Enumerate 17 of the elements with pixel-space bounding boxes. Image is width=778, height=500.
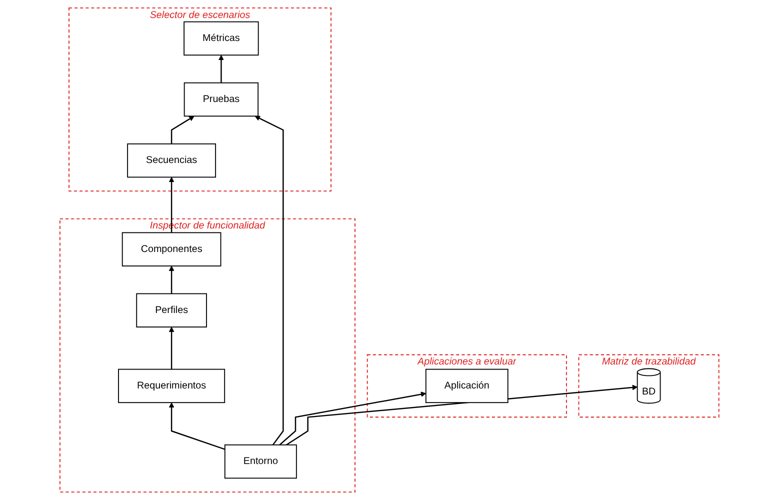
arrow [168, 266, 174, 294]
node-box: Aplicación [425, 368, 508, 404]
node-box: Secuencias [126, 143, 216, 178]
node-box: Métricas [183, 21, 258, 56]
node-box: Componentes [121, 232, 221, 266]
node-box: Perfiles [136, 293, 207, 328]
arrow [278, 392, 426, 446]
arrow [170, 116, 194, 144]
node-box: Requerimientos [118, 368, 225, 404]
arrow [218, 54, 224, 83]
arrow [168, 326, 174, 370]
arrow [168, 402, 225, 450]
node-box: Entorno [224, 444, 296, 479]
node-box: Pruebas [183, 82, 258, 117]
arrow [286, 384, 638, 446]
arrow [254, 116, 284, 446]
arrow [168, 176, 174, 233]
